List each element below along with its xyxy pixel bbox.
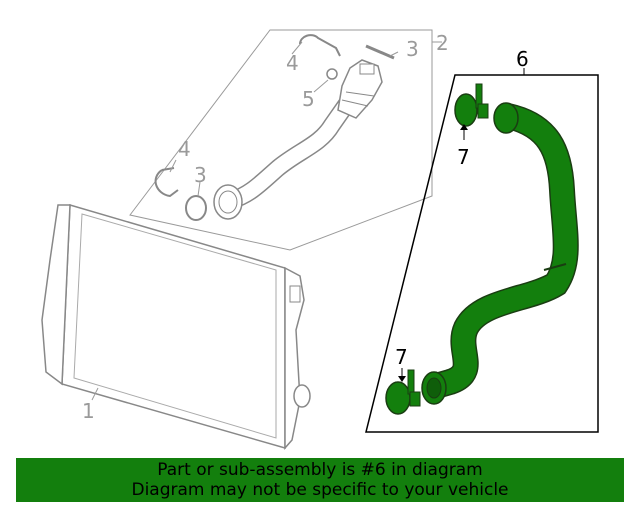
callout-6: 6 — [516, 47, 529, 71]
callout-2: 2 — [436, 31, 449, 55]
callout-1: 1 — [82, 399, 95, 423]
callout-7-lower: 7 — [395, 345, 408, 369]
clip-icon-top — [299, 34, 341, 57]
callout-3-lower: 3 — [194, 163, 207, 187]
clamp-icon-upper — [454, 83, 489, 127]
clamp-icon-lower — [385, 369, 421, 415]
lower-group-outline — [365, 74, 599, 433]
callout-4-lower: 4 — [178, 137, 191, 161]
callout-4-top: 4 — [286, 51, 299, 75]
banner-line-1: Part or sub-assembly is #6 in diagram — [157, 460, 483, 480]
lower-hose-upper-end — [493, 102, 519, 134]
callout-7-upper: 7 — [457, 145, 470, 169]
intercooler-outlet — [293, 384, 311, 408]
lower-hose — [424, 104, 578, 398]
intercooler — [41, 204, 311, 450]
callout-5: 5 — [302, 87, 315, 111]
o-ring-icon — [185, 195, 207, 221]
gasket-strip-icon — [365, 44, 395, 60]
lower-hose-group — [365, 68, 599, 433]
info-banner: Part or sub-assembly is #6 in diagram Di… — [16, 458, 624, 502]
upper-group-outline — [129, 29, 433, 251]
callout-3-top: 3 — [406, 37, 419, 61]
banner-line-2: Diagram may not be specific to your vehi… — [131, 480, 509, 500]
nut-icon — [326, 68, 338, 80]
clip-icon-lower — [154, 167, 179, 198]
intercooler-left-tank — [41, 204, 71, 386]
upper-hose-group — [129, 29, 442, 251]
